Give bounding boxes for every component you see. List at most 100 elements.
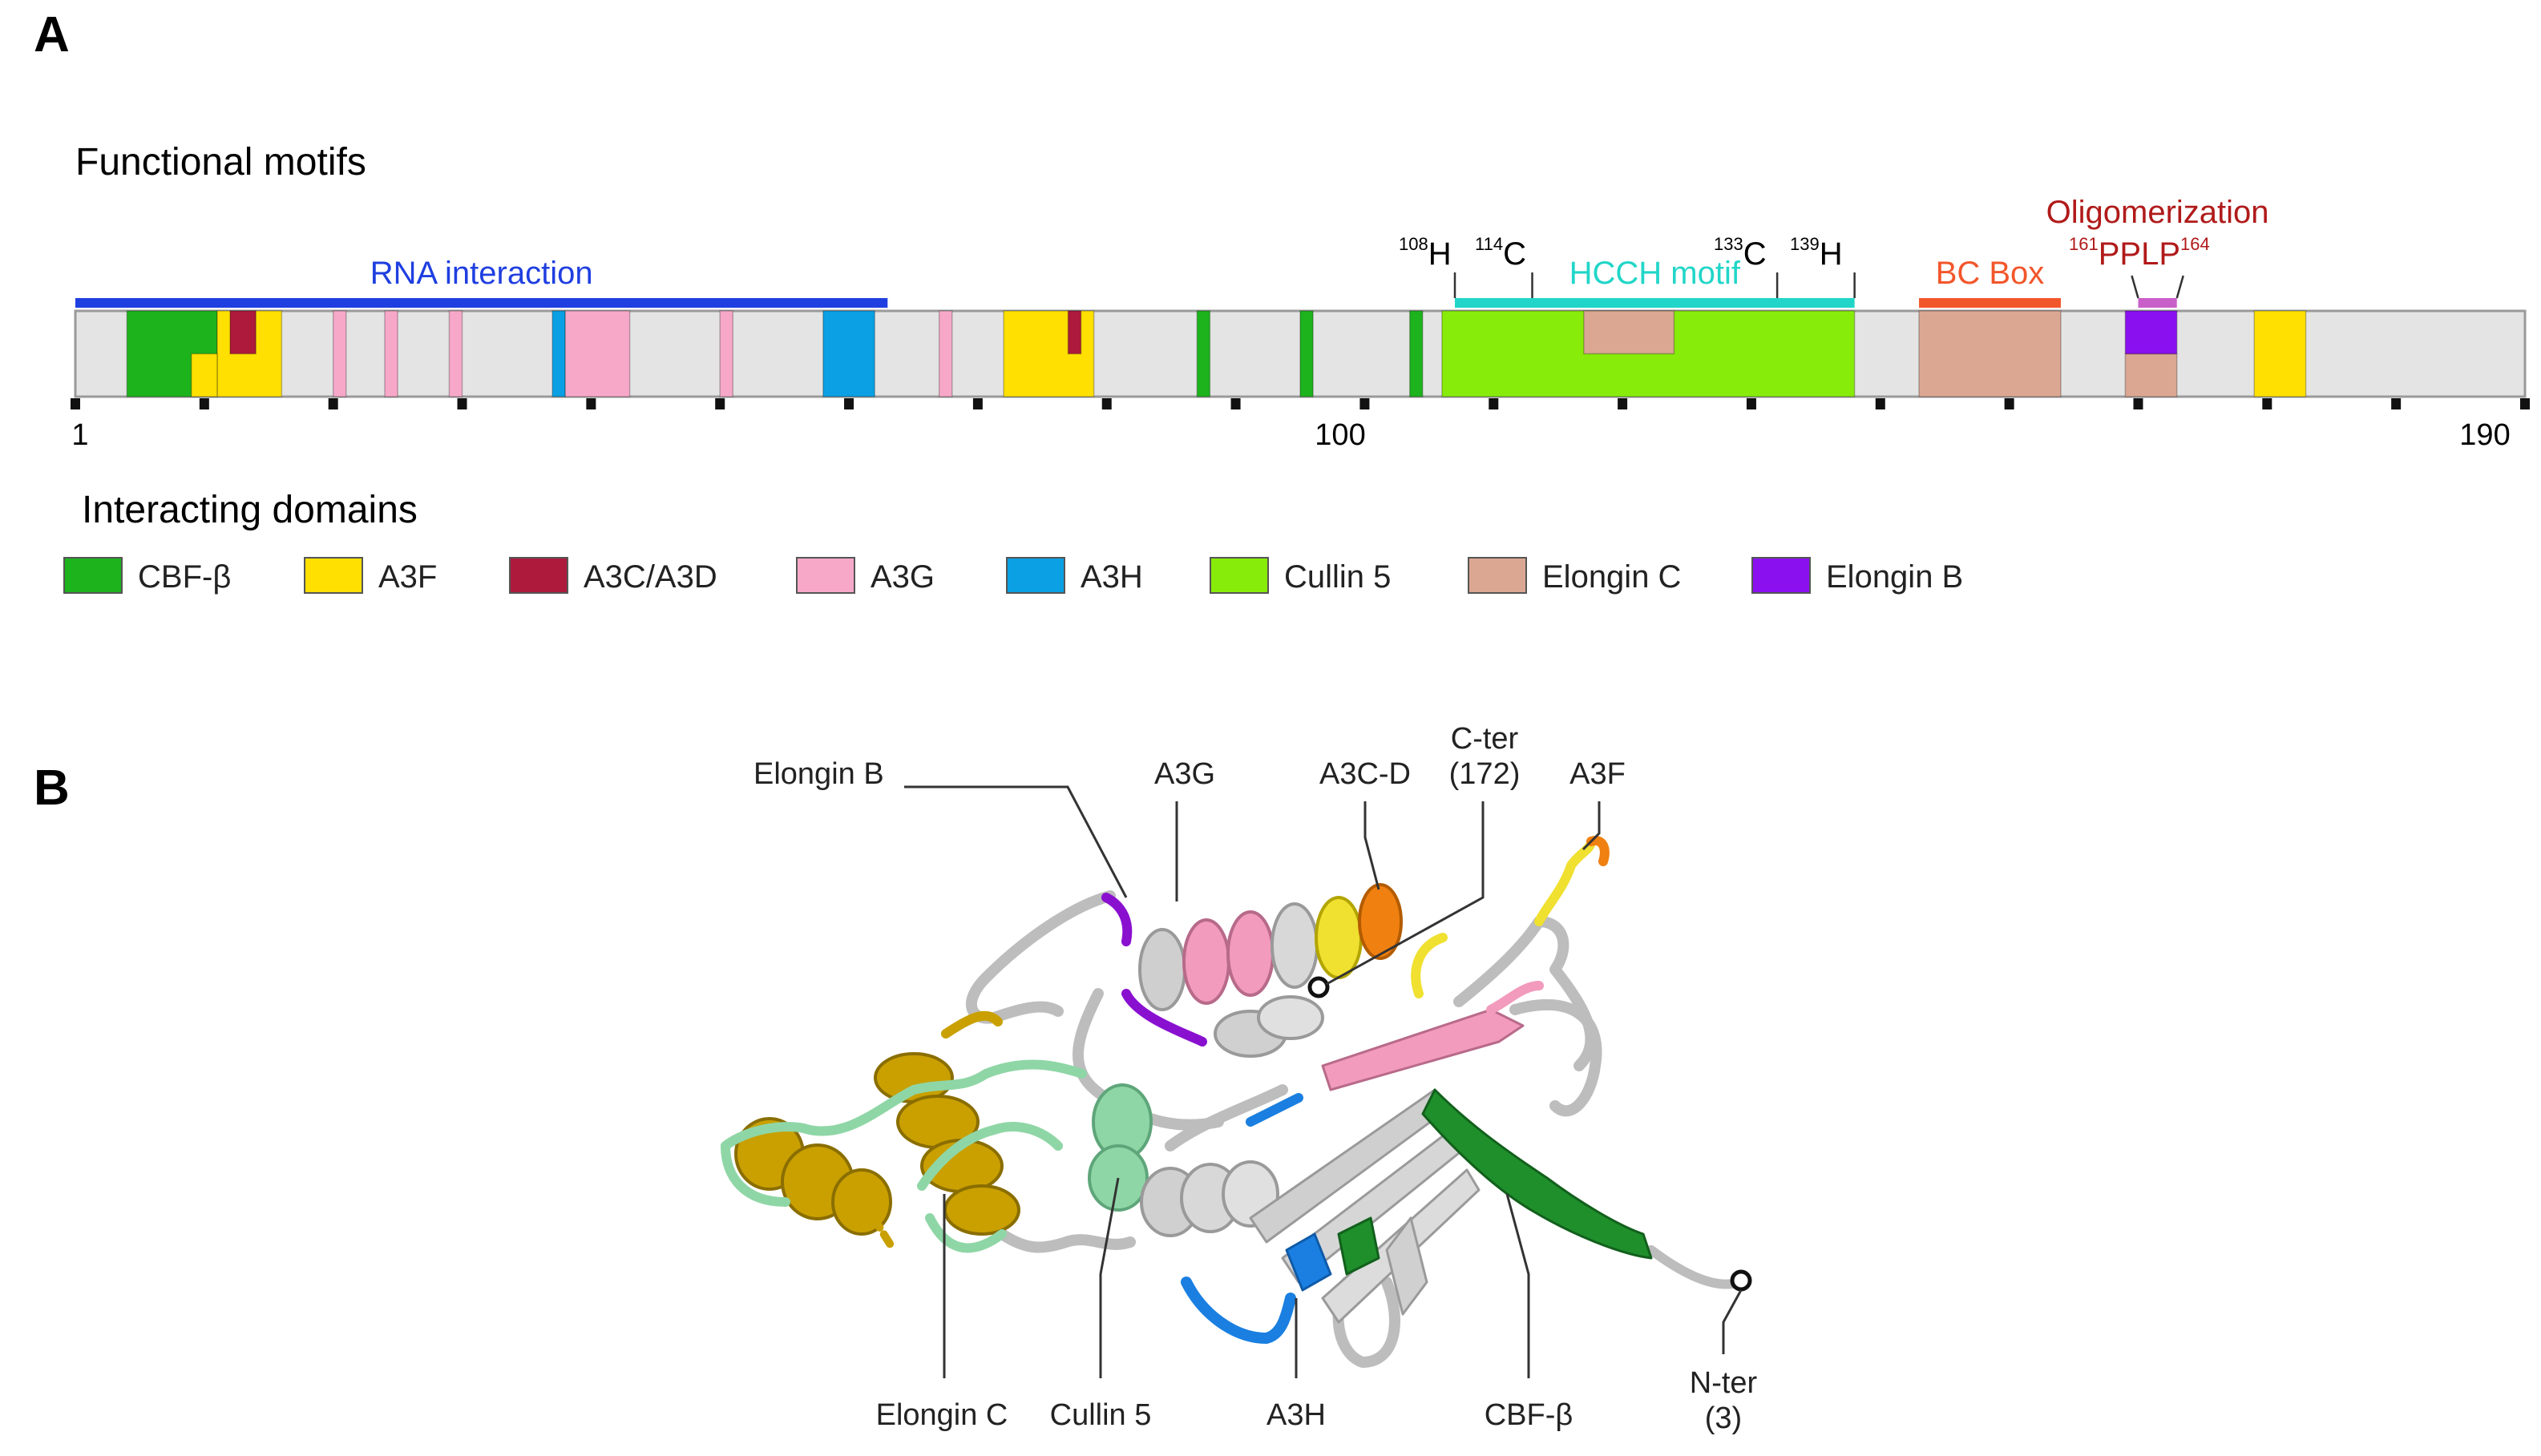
coil-nter-tail — [1646, 1245, 1744, 1289]
segment-a3h-7 — [551, 310, 566, 397]
residue-133-label: 133C — [1714, 234, 1767, 272]
label-a3f: A3F — [1569, 757, 1626, 791]
a3h-strand — [1285, 1232, 1332, 1292]
tick-181 — [2391, 398, 2402, 409]
tick-191 — [2520, 398, 2530, 409]
motif-bar-hcch — [1455, 298, 1855, 308]
tick-81 — [1101, 398, 1112, 409]
label-cter: C-ter — [1451, 722, 1519, 756]
coil-far-right — [1509, 998, 1602, 1117]
legend-swatch-a3g — [796, 557, 855, 594]
helix-turn-2 — [1182, 918, 1230, 1005]
cullin5-coil-4 — [925, 1213, 1007, 1253]
segment-eloc-19 — [1918, 310, 2062, 397]
pplp-label: 161PPLP164 — [2069, 234, 2210, 272]
legend-swatch-eloc — [1468, 557, 1527, 594]
label-cbfb: CBF-β — [1485, 1398, 1573, 1432]
tick-41 — [586, 398, 596, 409]
panel-b-label: B — [34, 760, 70, 816]
tick-1 — [71, 398, 80, 409]
segment-a3cd-3 — [229, 310, 257, 355]
coil-center — [1165, 1084, 1288, 1151]
segment-a3f-22 — [2253, 310, 2307, 397]
segment-a3h-10 — [822, 310, 875, 397]
sequence-bar — [74, 309, 2527, 398]
a3f-coil — [1534, 837, 1596, 926]
label-elongin-c: Elongin C — [876, 1398, 1008, 1432]
dashed-break — [870, 1214, 898, 1254]
callout-elongin-b — [904, 785, 1128, 898]
motif-bar-rna — [75, 298, 888, 308]
label-elongin-b: Elongin B — [753, 757, 884, 791]
label-a3cd: A3C-D — [1319, 757, 1411, 791]
cullin5-coil-3 — [917, 1122, 1063, 1191]
cullin5-coil-1 — [721, 1059, 1087, 1151]
segment-a3g-6 — [448, 310, 463, 397]
tick-11 — [199, 398, 209, 409]
legend-label-eloc: Elongin C — [1542, 559, 1681, 595]
motif-bar-oligo — [2138, 298, 2177, 308]
callout-cter — [1326, 801, 1485, 986]
legend-label-elob: Elongin B — [1826, 559, 1963, 595]
tick-161 — [2133, 398, 2143, 409]
callout-cullin5 — [1099, 1177, 1120, 1378]
motif-label-hcch: HCCH motif — [1569, 256, 1741, 291]
segment-a3cd-13 — [1067, 310, 1082, 355]
tick-61 — [844, 398, 854, 409]
segment-eloc-20 — [2124, 353, 2178, 397]
tick-171 — [2262, 398, 2272, 409]
axis-ticks — [71, 398, 2530, 409]
callout-a3f — [1582, 801, 1601, 851]
pplp-bracket — [2131, 275, 2184, 299]
functional-motifs-title: Functional motifs — [75, 141, 366, 184]
segment-a3f-2 — [191, 353, 218, 397]
motif-label-oligo: Oligomerization — [2046, 195, 2269, 230]
segment-a3g-4 — [332, 310, 347, 397]
eloc-loop — [941, 1010, 1003, 1039]
legend-label-cul5: Cullin 5 — [1284, 559, 1391, 595]
helix-turn-3 — [1226, 910, 1275, 997]
helix-turn-5 — [1315, 896, 1363, 979]
label-nter-num: (3) — [1705, 1402, 1742, 1435]
panel-a-label: A — [34, 7, 70, 63]
nter-marker — [1730, 1269, 1752, 1292]
callout-nter — [1722, 1289, 1743, 1354]
callout-a3cd — [1363, 801, 1380, 890]
helix-turn-6 — [1358, 883, 1403, 960]
structure-labels: Elongin B A3G A3C-D C-ter (172) A3F Elon… — [753, 722, 1758, 1435]
cter-marker — [1307, 976, 1330, 998]
coil-loop-top — [988, 1001, 1064, 1023]
legend-swatch-elob — [1751, 557, 1811, 594]
interacting-domains-title: Interacting domains — [82, 489, 418, 531]
elongin-b-segment — [1101, 893, 1133, 946]
legend-swatch-cbfb — [63, 557, 123, 594]
legend-label-cbfb: CBF-β — [138, 559, 231, 595]
residue-108-label: 108H — [1399, 234, 1452, 272]
tick-131 — [1746, 398, 1756, 409]
label-a3h: A3H — [1266, 1398, 1326, 1432]
tick-91 — [1230, 398, 1241, 409]
eloc-helix-4 — [943, 1184, 1020, 1236]
legend-swatch-a3f — [304, 557, 363, 594]
cullin5-coil-2 — [721, 1141, 790, 1207]
segment-cbfb-16 — [1408, 310, 1424, 397]
legend-label-a3h: A3H — [1081, 559, 1143, 595]
legend-label-a3g: A3G — [871, 559, 935, 595]
a3g-coil — [1486, 981, 1544, 1014]
tick-101 — [1359, 398, 1370, 409]
panel-b: B — [34, 722, 1758, 1435]
segment-a3g-5 — [384, 310, 398, 397]
beta-strand-4 — [1385, 1216, 1428, 1316]
label-nter: N-ter — [1690, 1366, 1758, 1400]
a3g-strand — [1321, 1008, 1525, 1091]
segment-elob-21 — [2124, 310, 2178, 355]
a3h-segment-1 — [1181, 1277, 1296, 1344]
tick-51 — [715, 398, 725, 409]
tick-121 — [1618, 398, 1628, 409]
top-helix — [1138, 883, 1403, 1011]
motif-label-rna: RNA interaction — [370, 256, 593, 291]
tick-111 — [1489, 398, 1499, 409]
